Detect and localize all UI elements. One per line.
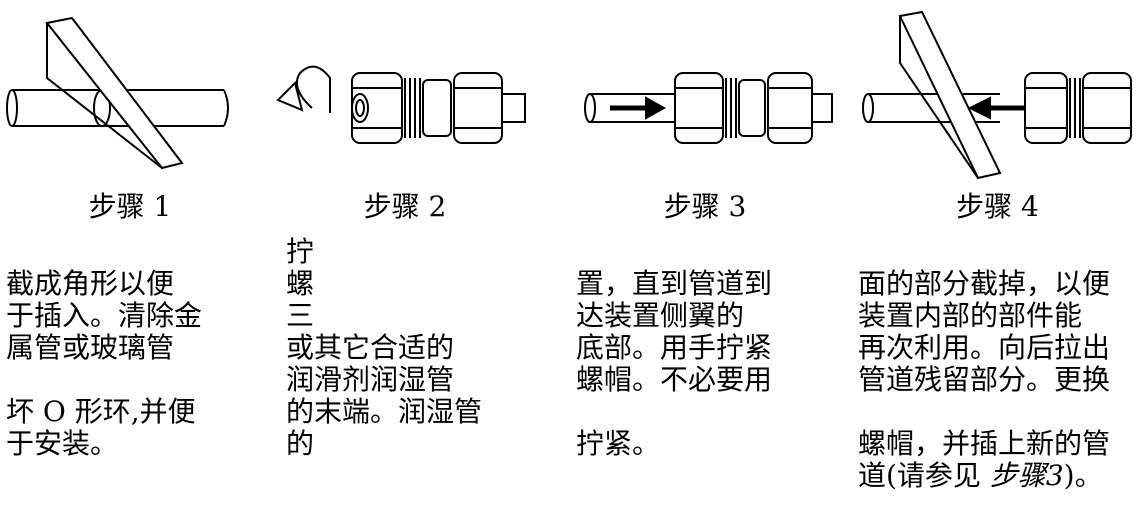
angled-cut-tube-icon — [6, 16, 229, 170]
step-2-text-line: 或其它合适的 — [286, 331, 455, 364]
step-2-text-line: 螺 — [286, 267, 315, 300]
step-4-label: 步骤 4 — [956, 190, 1039, 223]
step-4: 步骤 4 面的部分截掉，以便 装置内部的部件能 再次利用。向后拉出 管道残留部分… — [850, 0, 1145, 507]
step-1: 步骤 1 截成角形以便 于插入。清除金 属管或玻璃管 坏 O 形环,并便 于安装… — [0, 0, 260, 507]
twist-arrow-fitting-icon — [276, 65, 526, 144]
step-4-text-line: 螺帽，并插上新的管 — [858, 427, 1111, 460]
step-1-text-line: 截成角形以便 — [6, 267, 175, 300]
step-4-text-line: 再次利用。向后拉出 — [858, 331, 1111, 364]
step-4-reference-italic: 步骤3 — [989, 459, 1064, 492]
step-2-text-line: 润滑剂润湿管 — [286, 363, 455, 396]
step-3-text-line: 达装置侧翼的 — [576, 299, 745, 332]
step-3-text-line: 拧紧。 — [576, 427, 661, 460]
step-3-label: 步骤 3 — [663, 190, 747, 223]
step-2-text-line: 的 — [286, 427, 315, 460]
step-3-text-line: 螺帽。不必要用 — [576, 363, 773, 396]
step-3: 步骤 3 置，直到管道到 达装置侧翼的 底部。用手拧紧 螺帽。不必要用 拧紧。 — [570, 0, 840, 507]
step-2-text-line: 的末端。润湿管 — [286, 395, 483, 428]
step-2-text-line: 三 — [286, 299, 315, 332]
step-2-text-line: 拧 — [286, 235, 315, 268]
step-3-text-line: 置，直到管道到 — [576, 267, 773, 300]
cut-tube-fitting-icon — [862, 10, 1132, 180]
step-4-text-line: 装置内部的部件能 — [858, 299, 1083, 332]
step-1-text-line: 属管或玻璃管 — [6, 331, 175, 364]
step-4-last-suffix: )。 — [1063, 459, 1103, 492]
step-4-last-prefix: 道(请参见 — [858, 459, 990, 492]
step-1-text-line: 于插入。清除金 — [6, 299, 203, 332]
insert-arrow-fitting-icon — [584, 72, 833, 144]
step-3-text-line: 底部。用手拧紧 — [576, 331, 773, 364]
step-4-text-line: 面的部分截掉，以便 — [858, 267, 1111, 300]
step-2-label: 步骤 2 — [363, 190, 447, 223]
step-4-text-line: 管道残留部分。更换 — [858, 363, 1111, 396]
step-1-label: 步骤 1 — [88, 190, 172, 223]
step-2: 步骤 2 拧 螺 三 或其它合适的 润滑剂润湿管 的末端。润湿管 的 — [270, 0, 540, 507]
step-1-text-line: 于安装。 — [6, 427, 119, 460]
step-1-text-line: 坏 O 形环,并便 — [6, 395, 196, 428]
step-4-text-line-last: 道(请参见 步骤3)。 — [858, 460, 1103, 492]
